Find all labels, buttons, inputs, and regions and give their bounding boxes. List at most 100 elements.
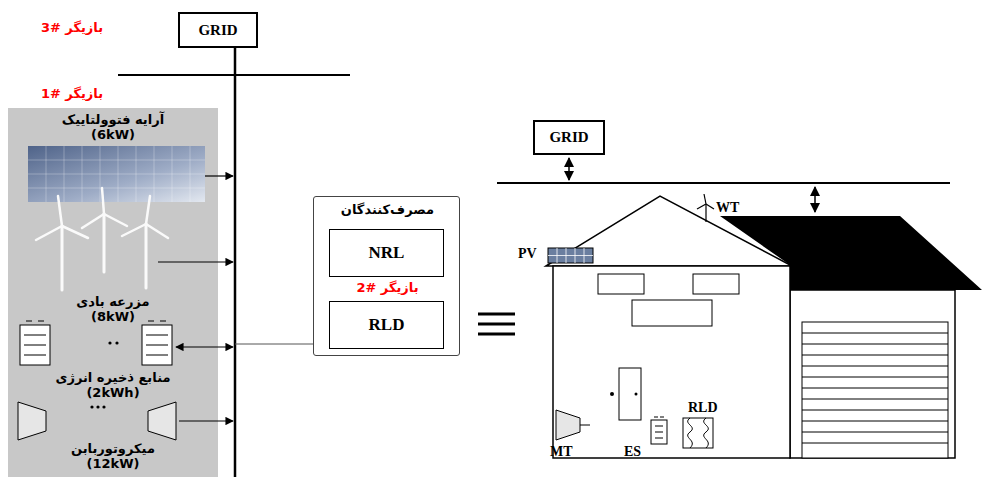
house-drawing: [610, 392, 614, 396]
pv-array-picture: [28, 146, 205, 202]
equivalence-sign: [478, 314, 515, 334]
house-drawing: [598, 274, 644, 294]
pv-panel-icon: [548, 248, 593, 263]
component-label: PV: [518, 246, 537, 262]
equivalence-sign: [478, 333, 515, 336]
battery-symbol: [108, 341, 111, 344]
house-drawing: [546, 196, 792, 458]
house-drawing: [619, 368, 641, 420]
house-drawing: [693, 274, 739, 294]
feed-arrow: [158, 261, 233, 262]
wind-turbine-icon: [697, 204, 706, 209]
garage-drawing: [802, 333, 948, 443]
load-coil-icon: [683, 418, 713, 448]
grid-name: GRID: [198, 22, 237, 39]
load-name: NRL: [369, 243, 405, 263]
wind-farm-picture: [58, 196, 62, 226]
wind-turbine-icon: [697, 194, 714, 222]
text-slot: ES: [624, 444, 641, 460]
house-drawing: [632, 300, 712, 326]
equivalence-sign: [478, 313, 515, 316]
bus-wire: [235, 344, 313, 345]
grid-connection: [568, 158, 570, 180]
component-label: ES: [624, 444, 641, 460]
grid-connection: [497, 182, 950, 184]
text-slot: RLD: [688, 400, 718, 416]
battery-icon: [651, 417, 667, 444]
text-slot: MT: [550, 444, 573, 460]
actor-label: بازیگر #2: [356, 280, 418, 295]
component-label: WT: [716, 200, 739, 216]
house-drawing: [635, 393, 638, 396]
feed-arrow: [205, 175, 233, 176]
text-slot: مصرف‌کنندگان: [341, 202, 434, 217]
garage-drawing: [790, 290, 955, 458]
grid-box: GRID: [178, 12, 258, 48]
text-slot: میکروتوربابن (12kW): [70, 441, 157, 471]
text-slot: بازیگر #1: [41, 86, 103, 101]
microturbine-symbol: [18, 402, 46, 440]
battery-symbol: [20, 321, 172, 365]
microturbine-icon: [556, 410, 590, 440]
wind-farm-picture: [61, 226, 64, 290]
actor-panel: بازیگر #1آرایه فتوولتاییک (6kW)مزرعه باد…: [8, 108, 218, 477]
wind-farm-picture: [102, 188, 104, 214]
feed-arrow: [176, 346, 233, 347]
house-drawing: [546, 196, 792, 266]
bus-wire: [234, 48, 237, 477]
source-caption: مزرعه بادی (8kW): [75, 294, 152, 324]
text-slot: WT: [716, 200, 739, 216]
battery-symbol: [24, 321, 46, 355]
wind-farm-picture: [145, 224, 148, 288]
wind-farm-picture: [146, 224, 168, 238]
load-coil-icon: [704, 418, 709, 448]
load-box: RLD: [329, 301, 444, 349]
wind-farm-picture: [104, 214, 127, 226]
microturbine-symbol: [148, 402, 176, 440]
wind-farm-picture: [146, 196, 150, 224]
load-coil-icon: [688, 418, 693, 448]
actor-label: بازیگر #3: [41, 20, 103, 35]
microturbine-symbol: [90, 405, 93, 408]
grid-name: GRID: [549, 129, 588, 146]
battery-icon: [654, 417, 664, 438]
pv-array-picture: [28, 146, 205, 202]
microturbine-symbol: [102, 405, 105, 408]
text-slot: آرایه فتوولتاییک (6kW): [60, 112, 166, 142]
source-caption: منابع ذخیره انرژی (2kWh): [54, 370, 172, 400]
battery-symbol: [146, 321, 168, 355]
source-caption: میکروتوربابن (12kW): [70, 441, 157, 471]
group-heading: مصرف‌کنندگان: [341, 202, 434, 217]
component-label: MT: [550, 444, 573, 460]
actor-label: بازیگر #1: [41, 86, 103, 101]
garage-drawing: [802, 322, 948, 458]
grid-box: GRID: [533, 120, 605, 155]
microturbine-icon: [556, 410, 580, 440]
pv-array-picture: [28, 146, 205, 202]
wind-turbine-icon: [706, 204, 714, 209]
wind-farm-picture: [122, 224, 146, 236]
load-name: RLD: [369, 315, 405, 335]
consumers-box: NRL RLD مصرف‌کنندگان بازیگر #2: [313, 196, 460, 356]
text-slot: مزرعه بادی (8kW): [75, 294, 152, 324]
pv-panel-icon: [548, 248, 593, 263]
wind-turbine-icon: [704, 194, 706, 204]
pv-panel-icon: [548, 248, 593, 263]
microturbine-icon: [580, 425, 590, 426]
text-slot: منابع ذخیره انرژی (2kWh): [54, 370, 172, 400]
wind-farm-picture: [82, 214, 104, 228]
text-slot: PV: [518, 246, 537, 262]
equivalence-sign: [478, 323, 515, 326]
load-box: NRL: [329, 229, 444, 277]
wind-farm-picture: [36, 226, 62, 240]
feed-arrow: [179, 420, 233, 421]
wind-farm-picture: [36, 188, 168, 290]
house-drawing: [553, 266, 790, 458]
battery-symbol: [115, 341, 118, 344]
load-coil-icon: [683, 418, 713, 448]
grid-connection: [814, 187, 816, 212]
component-label: RLD: [688, 400, 718, 416]
wind-turbine-icon: [705, 204, 706, 222]
